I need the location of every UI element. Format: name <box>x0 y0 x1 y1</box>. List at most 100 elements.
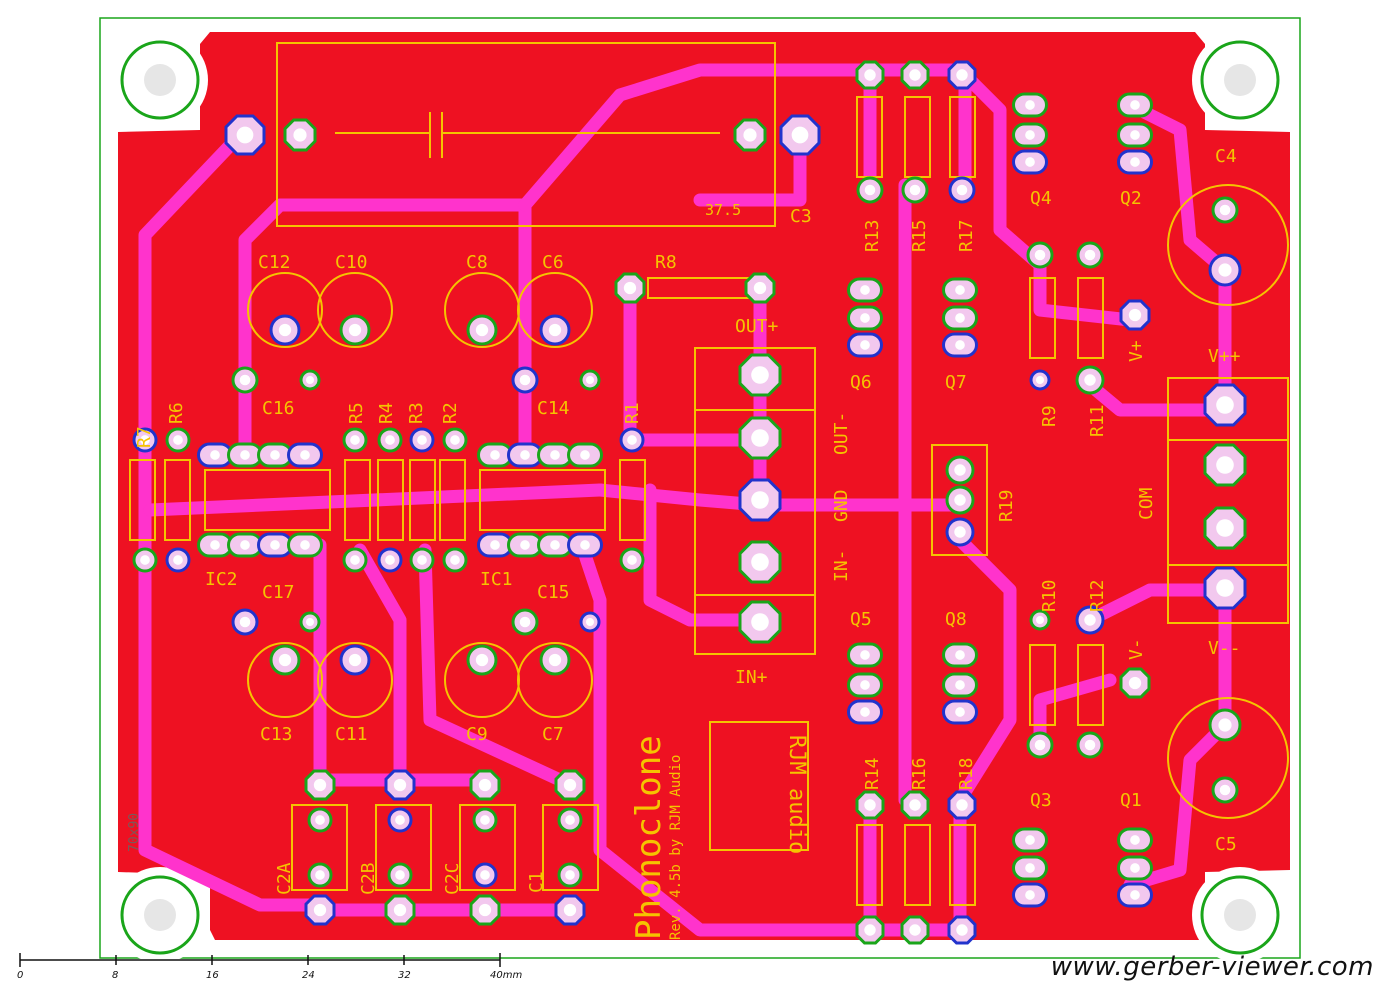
solder-pad <box>472 862 498 888</box>
board-size-label: 70x90 <box>127 813 142 852</box>
solder-pad <box>477 442 513 468</box>
solder-pad <box>779 114 821 156</box>
watermark: www.gerber-viewer.com <box>1050 952 1374 982</box>
solder-pad <box>945 517 975 547</box>
solder-pad <box>257 532 293 558</box>
solder-pad <box>738 353 782 397</box>
label-out-plus: OUT+ <box>735 316 779 337</box>
label-c14: C14 <box>537 398 570 419</box>
label-c1: C1 <box>526 871 547 893</box>
solder-pad <box>1203 383 1247 427</box>
solder-pad <box>557 862 583 888</box>
solder-pad <box>304 894 336 926</box>
solder-pad <box>847 332 883 358</box>
label-q4: Q4 <box>1030 188 1052 209</box>
label-q1: Q1 <box>1120 790 1142 811</box>
label-c12: C12 <box>258 252 291 273</box>
solder-pad <box>942 642 978 668</box>
solder-pad <box>539 314 571 346</box>
mounting-hole-tr <box>1192 32 1288 128</box>
solder-pad <box>511 608 539 636</box>
solder-pad <box>942 277 978 303</box>
solder-pad <box>466 314 498 346</box>
solder-pad <box>942 305 978 331</box>
solder-pad <box>1076 731 1104 759</box>
label-c10: C10 <box>335 252 368 273</box>
solder-pad <box>1117 882 1153 908</box>
label-ic2: IC2 <box>205 569 238 590</box>
solder-pad <box>1012 882 1048 908</box>
label-r16: R16 <box>909 757 930 790</box>
solder-pad <box>1117 92 1153 118</box>
solder-pad <box>466 644 498 676</box>
solder-pad <box>469 769 501 801</box>
solder-pad <box>377 427 403 453</box>
mounting-hole-br <box>1192 867 1288 963</box>
solder-pad <box>738 478 782 522</box>
solder-pad <box>614 272 646 304</box>
label-c13: C13 <box>260 724 293 745</box>
solder-pad <box>847 642 883 668</box>
label-c2c: C2C <box>442 862 463 895</box>
solder-pad <box>567 532 603 558</box>
cap-main-value: 37.5 <box>705 201 741 219</box>
label-c3: C3 <box>790 206 812 227</box>
solder-pad <box>567 442 603 468</box>
solder-pad <box>619 547 645 573</box>
solder-pad <box>1075 365 1105 395</box>
solder-pad <box>257 442 293 468</box>
solder-pad <box>738 600 782 644</box>
solder-pad <box>554 894 586 926</box>
solder-pad <box>511 366 539 394</box>
solder-pad <box>847 277 883 303</box>
pad-layer <box>132 60 1247 945</box>
solder-pad <box>197 442 233 468</box>
solder-pad <box>307 807 333 833</box>
solder-pad <box>1119 299 1151 331</box>
solder-pad <box>948 176 976 204</box>
solder-pad <box>1029 609 1051 631</box>
scale-tick-0: 0 <box>17 970 23 981</box>
solder-pad <box>269 314 301 346</box>
label-q6: Q6 <box>850 372 872 393</box>
solder-pad <box>1029 369 1051 391</box>
solder-pad <box>339 644 371 676</box>
solder-pad <box>197 532 233 558</box>
solder-pad <box>1026 731 1054 759</box>
solder-pad <box>1012 122 1048 148</box>
label-r14: R14 <box>862 757 883 790</box>
solder-pad <box>304 769 336 801</box>
label-r5: R5 <box>346 402 367 424</box>
solder-pad <box>856 176 884 204</box>
copper-pour <box>118 32 1290 940</box>
solder-pad <box>442 547 468 573</box>
solder-pad <box>579 611 601 633</box>
label-c15: C15 <box>537 582 570 603</box>
solder-pad <box>557 807 583 833</box>
label-com: COM <box>1136 487 1157 520</box>
mounting-hole-bl <box>112 867 208 963</box>
solder-pad <box>900 60 930 90</box>
label-r7: R7 <box>134 426 155 448</box>
solder-pad <box>442 427 468 453</box>
solder-pad <box>287 532 323 558</box>
silk-labels: 37.5 C3 C4 C5 C12 C10 C8 C6 C16 C14 C17 … <box>127 146 1241 940</box>
solder-pad <box>738 416 782 460</box>
label-vmm: V-- <box>1208 638 1241 659</box>
solder-pad <box>1208 253 1242 287</box>
label-q5: Q5 <box>850 609 872 630</box>
label-r4: R4 <box>376 402 397 424</box>
solder-pad <box>1119 667 1151 699</box>
solder-pad <box>733 118 767 152</box>
label-r1: R1 <box>622 402 643 424</box>
solder-pad <box>299 611 321 633</box>
mounting-hole-tl <box>112 32 208 128</box>
solder-pad <box>901 176 929 204</box>
solder-pad <box>1117 827 1153 853</box>
label-q3: Q3 <box>1030 790 1052 811</box>
solder-pad <box>283 118 317 152</box>
label-c2a: C2A <box>274 862 295 895</box>
solder-pad <box>945 455 975 485</box>
scale-tick-40mm: 40mm <box>490 970 522 981</box>
